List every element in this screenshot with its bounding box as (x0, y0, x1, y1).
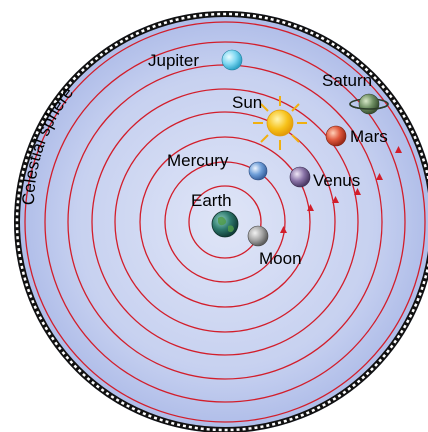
orbit-circle (24, 21, 426, 423)
moon: Moon (247, 225, 302, 268)
sun-icon (253, 96, 307, 150)
orbit-circle (164, 161, 286, 283)
mercury-icon (248, 161, 268, 181)
orbit-arrow-icon (354, 188, 361, 195)
orbit-circle (44, 41, 406, 403)
orbit-circle (91, 88, 359, 356)
orbit-arrows (280, 146, 402, 233)
earth-icon (211, 210, 239, 238)
sun: Sun (232, 93, 307, 150)
orbit-arrow-icon (332, 196, 339, 203)
orbits (24, 21, 426, 423)
jupiter-icon (221, 49, 243, 71)
venus: Venus (289, 166, 360, 190)
moon-icon (247, 225, 269, 247)
orbit-arrow-icon (307, 204, 314, 211)
saturn-icon (349, 93, 389, 115)
orbit-circle (139, 136, 311, 308)
earth-label: Earth (191, 191, 232, 210)
sun-label: Sun (232, 93, 262, 112)
orbit-arrow-icon (376, 173, 383, 180)
orbit-arrow-icon (395, 146, 402, 153)
mars-icon (325, 125, 347, 147)
saturn-label: Saturn (322, 71, 372, 90)
jupiter-label: Jupiter (148, 51, 199, 70)
jupiter: Jupiter (148, 49, 243, 71)
mars: Mars (325, 125, 388, 147)
mercury-label: Mercury (167, 151, 229, 170)
mercury: Mercury (167, 151, 268, 181)
saturn: Saturn (322, 71, 389, 115)
earth: Earth (191, 191, 239, 238)
venus-label: Venus (313, 171, 360, 190)
orbit-circle (188, 185, 262, 259)
orbit-circle (114, 111, 336, 333)
moon-label: Moon (259, 249, 302, 268)
orbit-arrow-icon (280, 226, 287, 233)
mars-label: Mars (350, 127, 388, 146)
venus-icon (289, 166, 311, 188)
